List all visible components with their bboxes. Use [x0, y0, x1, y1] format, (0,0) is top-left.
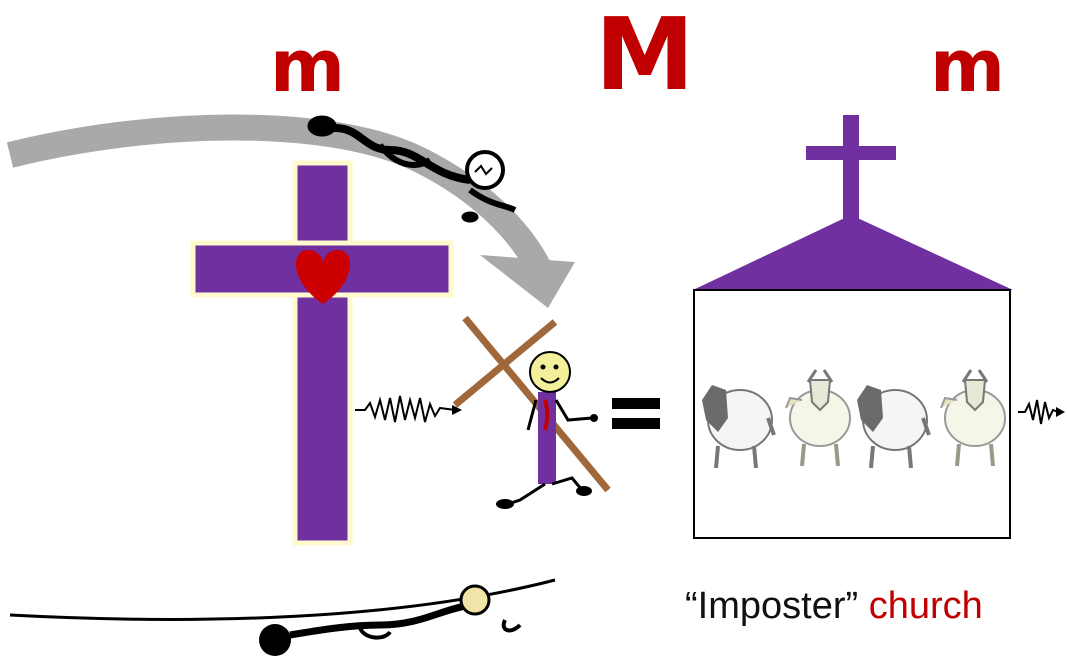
letter-m-right: m	[930, 24, 1006, 108]
church-building-icon	[693, 115, 1013, 539]
stick-figure-carrying-cross-icon	[452, 315, 611, 509]
squiggle-arrow-icon	[355, 395, 462, 423]
goat-icon	[785, 369, 851, 467]
caption-imposter-church: “Imposter” church	[685, 585, 983, 628]
equals-sign-icon	[612, 398, 660, 429]
sheep-icon	[857, 385, 931, 469]
falling-figure-icon	[307, 115, 517, 223]
letter-m-left: m	[270, 24, 346, 108]
fallen-figure-bottom-icon	[9, 578, 556, 656]
caption-church-word: church	[868, 585, 983, 627]
letter-m-center-large: M	[595, 0, 695, 113]
sheep-icon	[702, 385, 776, 469]
purple-cross-with-heart-icon	[190, 160, 454, 546]
caption-quoted-word: “Imposter”	[685, 585, 859, 627]
squiggle-arrow-icon	[1018, 399, 1065, 425]
goat-icon	[940, 369, 1006, 467]
